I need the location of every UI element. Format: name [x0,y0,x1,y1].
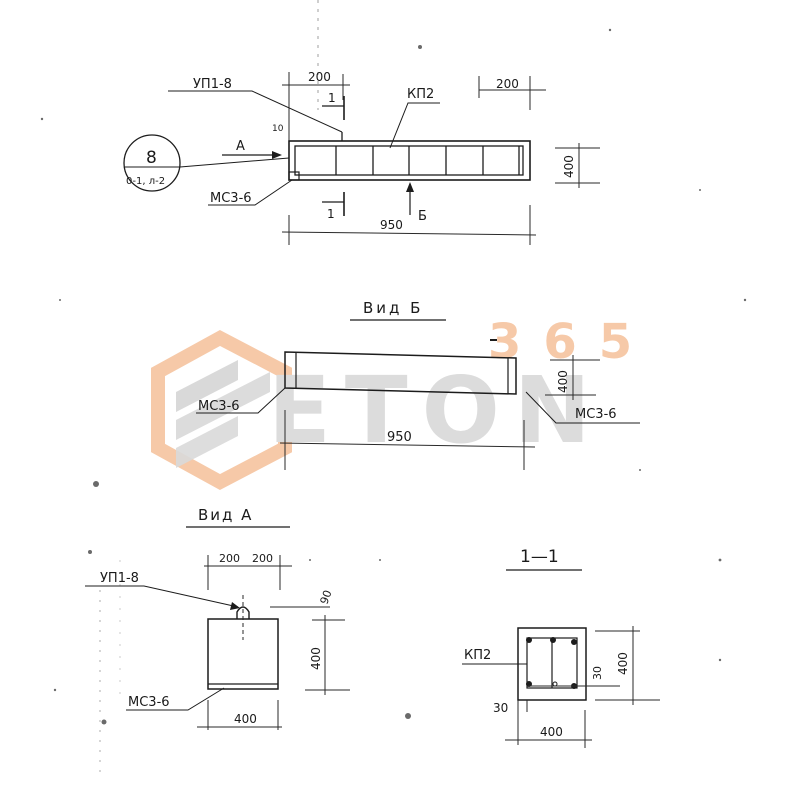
section-mark-bottom-label: 1 [327,207,335,221]
label-frame: КП2 [407,87,434,102]
svg-text:950: 950 [387,430,412,445]
scan-noise [40,0,747,780]
dim-right-offset: 200 [478,76,546,110]
svg-text:400: 400 [556,370,570,393]
view-a-outline [207,618,279,690]
section-mark-top-label: 1 [328,91,336,105]
callout-number: 8 [146,148,157,168]
view-b-outline [284,351,517,395]
section-mark-bottom: 1 [322,192,345,221]
label-embedded-plate: МС3-6 [210,191,252,206]
view-b-dim-length: 950 [279,410,536,470]
section-dim-height: 400 [595,626,640,705]
view-a: Вид А УП1-8 МС3-6 200 200 90 400 [85,506,350,730]
view-b-title: Вид Б [363,299,423,317]
svg-text:200: 200 [496,77,519,91]
embedded-plate [288,171,300,181]
view-a-dim-top: 200 200 [204,552,292,590]
section-title: 1—1 [520,547,559,567]
section-dim-cover-right: 30 [528,666,660,701]
main-view: УП1-8 КП2 МС3-6 8 0-1, л-2 А Б [123,70,600,245]
dim-left-offset: 200 [282,70,350,141]
section-dim-cover-bottom: 30 [493,700,528,745]
lifting-loop-icon [236,606,250,619]
view-b: Вид Б МС3-6 МС3-6 950 400 [196,299,640,470]
svg-text:30: 30 [591,666,604,680]
view-arrow-a: А [222,139,282,159]
svg-text:200: 200 [308,70,331,84]
view-a-loop-label: УП1-8 [100,571,139,586]
view-a-title: Вид А [198,506,253,524]
svg-text:90: 90 [318,588,335,606]
dim-offset-10: 10 [272,124,284,134]
label-loop: УП1-8 [193,77,232,92]
view-b-plate-right: МС3-6 [575,407,617,422]
view-a-dim-height: 400 [305,615,350,695]
svg-text:400: 400 [309,647,323,670]
view-a-dim-loop: 90 [270,588,345,621]
view-a-dim-width: 400 [197,700,282,730]
svg-text:950: 950 [380,218,403,232]
view-arrow-b-label: Б [418,209,427,224]
svg-text:400: 400 [616,652,630,675]
svg-text:200: 200 [252,552,273,565]
svg-text:400: 400 [562,155,576,178]
beam-outline [288,140,531,181]
view-b-plate-left: МС3-6 [198,399,240,414]
view-a-plate-label: МС3-6 [128,695,170,710]
callout-bubble: 8 0-1, л-2 [123,134,290,192]
watermark-number: 365 [488,314,654,370]
svg-text:400: 400 [234,712,257,726]
watermark: ETON 365 [151,314,654,490]
view-arrow-a-label: А [236,139,245,154]
callout-reference: 0-1, л-2 [126,176,165,187]
dim-height: 400 [555,143,600,188]
watermark-word: ETON [268,357,605,464]
view-b-dim-height: 400 [545,355,600,400]
svg-text:30: 30 [493,701,508,715]
view-arrow-b: Б [406,182,427,224]
rebar-stirrups [335,146,520,175]
svg-text:400: 400 [540,725,563,739]
section-mark-top: 1 [322,91,345,120]
section-1-1: 1—1 КП2 30 400 30 [462,547,660,748]
svg-text:200: 200 [219,552,240,565]
dim-length: 950 [281,205,537,245]
section-frame-label: КП2 [464,648,491,663]
section-dim-width: 400 [505,710,592,748]
